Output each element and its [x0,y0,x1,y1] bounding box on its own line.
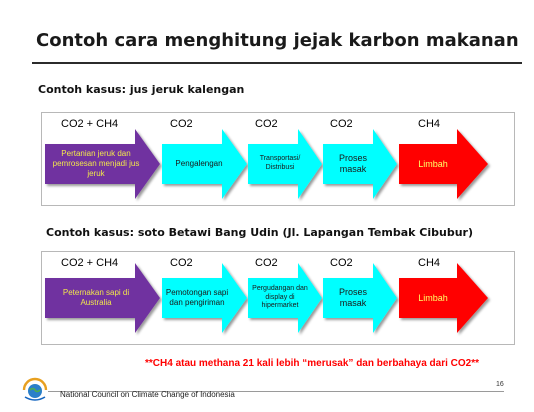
case1-title: Contoh kasus: jus jeruk kalengan [38,83,245,96]
case2-step-3: Pergudangan dan display di hipermarket [252,285,308,310]
case1-step-1: Pertanian jeruk dan pemrosesan menjadi j… [52,149,140,178]
organization-name: National Council on Climate Change of In… [60,390,235,399]
case1-step-2: Pengalengan [175,159,223,169]
case2-arrow-2 [162,263,247,333]
footer-rule [48,391,504,392]
slide-title: Contoh cara menghitung jejak karbon maka… [36,30,519,51]
title-underline [32,62,522,64]
case1-gas-3: CO2 [255,118,278,130]
case2-gas-5: CH4 [418,257,441,269]
case1-gas-5: CH4 [418,118,441,130]
case1-gas-2: CO2 [170,118,193,130]
case1-arrow-2 [162,129,247,199]
case2-step-2: Pemotongan sapi dan pengiriman [165,288,229,307]
case1-step-4: Proses masak [338,153,367,174]
case1-gas-4: CO2 [330,118,353,130]
case1-arrow-1 [45,129,160,199]
case1-arrow-4 [323,129,397,199]
page-number: 16 [496,381,504,388]
case2-arrow-3 [248,263,322,333]
case1-arrow-3 [248,129,322,199]
case1-gas-1: CO2 + CH4 [61,118,119,130]
case2-arrow-5 [399,263,488,333]
case2-step-1: Peternakan sapi di Australia [62,288,130,307]
case1-arrow-5 [399,129,488,199]
case2-gas-4: CO2 [330,257,353,269]
case1-step-5: Limbah [418,158,448,169]
case2-arrow-1 [45,263,160,333]
case2-gas-3: CO2 [255,257,278,269]
case1-step-3: Transportasi/ Distribusi [259,155,301,171]
case2-title: Contoh kasus: soto Betawi Bang Udin (Jl.… [46,226,473,239]
case2-gas-2: CO2 [170,257,193,269]
footnote: **CH4 atau methana 21 kali lebih “merusa… [145,358,480,369]
case2-step-5: Limbah [418,292,448,303]
case2-step-4: Proses masak [338,287,367,308]
case2-arrow-4 [323,263,397,333]
organization-logo-icon [22,377,48,401]
case2-gas-1: CO2 + CH4 [61,257,119,269]
